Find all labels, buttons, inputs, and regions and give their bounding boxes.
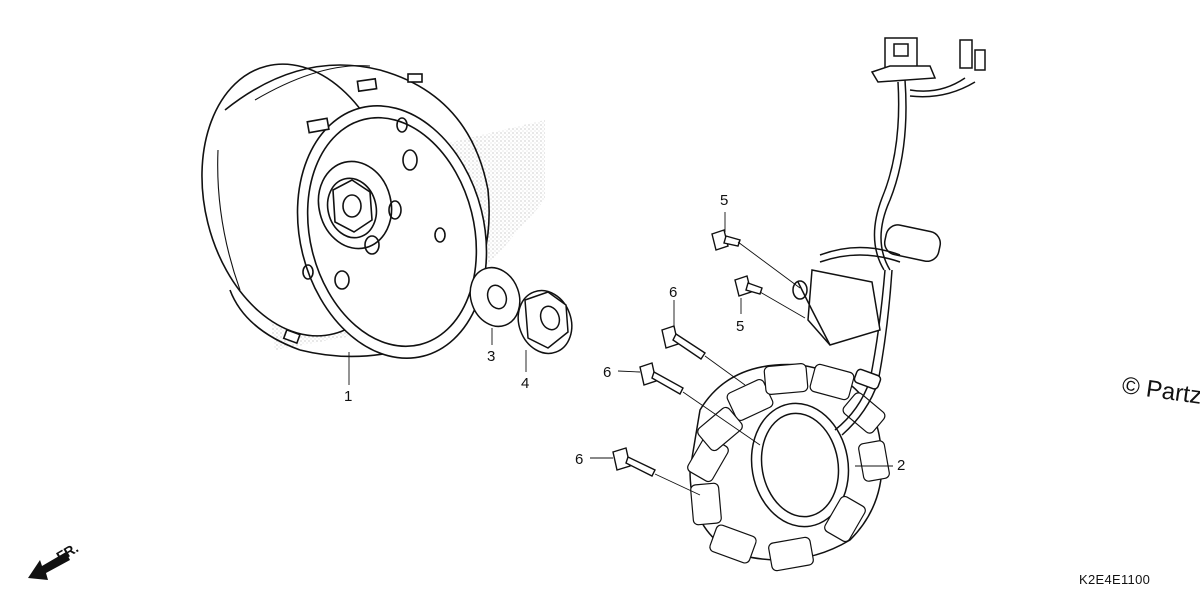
leader-lines bbox=[348, 212, 893, 496]
front-direction-indicator: FR. bbox=[28, 539, 81, 580]
label-part-6-b: 6 bbox=[603, 364, 611, 381]
flywheel-rotor bbox=[201, 63, 490, 359]
stator-coil bbox=[687, 363, 890, 572]
flange-nut bbox=[517, 289, 573, 355]
label-part-6-c: 6 bbox=[575, 451, 583, 468]
bolt-5-lower bbox=[734, 275, 763, 297]
wiring-harness bbox=[792, 37, 986, 436]
label-part-5-upper: 5 bbox=[720, 192, 728, 209]
label-part-3: 3 bbox=[487, 348, 495, 365]
label-part-4: 4 bbox=[521, 375, 529, 392]
callout-labels: 1 2 3 4 5 5 6 6 6 bbox=[344, 192, 905, 474]
diagram-code: K2E4E1100 bbox=[1079, 572, 1151, 587]
bolt-6-a bbox=[661, 325, 706, 360]
bolt-6-b bbox=[639, 362, 684, 395]
label-part-1: 1 bbox=[344, 388, 352, 405]
washer bbox=[469, 266, 521, 328]
label-part-6-a: 6 bbox=[669, 284, 677, 301]
bolt-5-upper bbox=[711, 229, 741, 251]
label-part-5-lower: 5 bbox=[736, 318, 744, 335]
arrow-left-icon bbox=[28, 552, 70, 580]
bolts bbox=[612, 229, 763, 477]
bolt-6-c bbox=[612, 447, 656, 477]
label-part-2: 2 bbox=[897, 457, 905, 474]
